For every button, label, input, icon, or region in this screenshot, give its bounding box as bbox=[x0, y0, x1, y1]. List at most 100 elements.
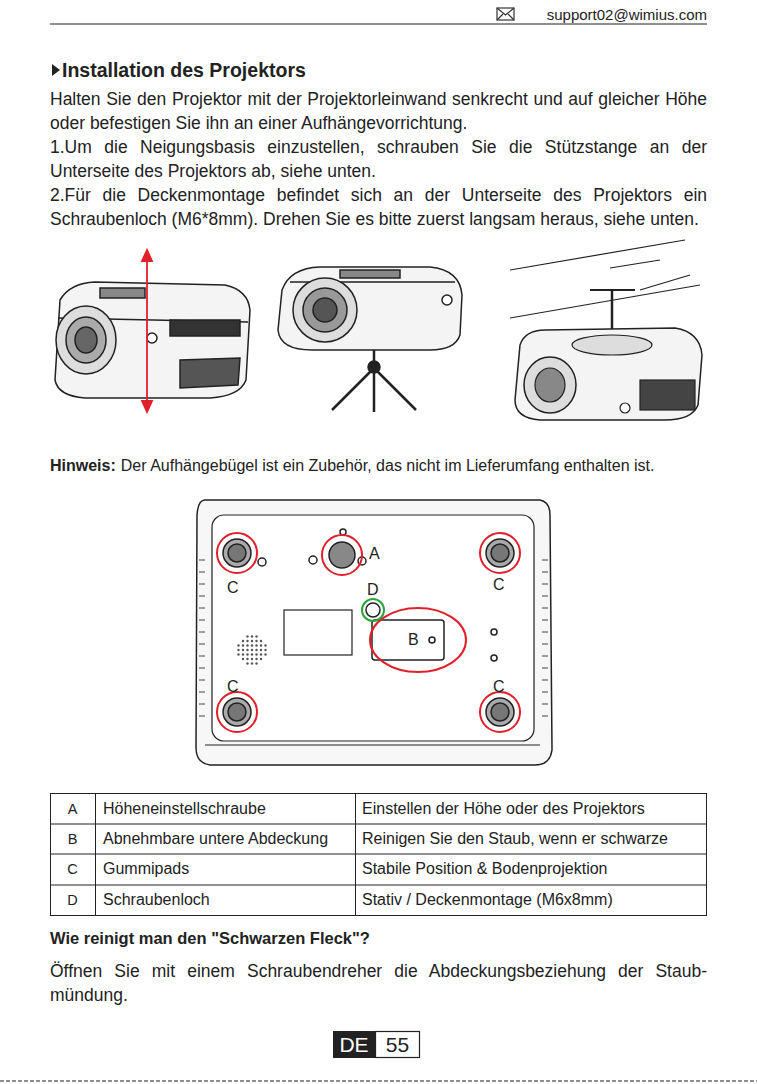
vent-slot bbox=[199, 668, 205, 669]
page-rule bbox=[0, 1080, 757, 1081]
speaker-hole bbox=[255, 640, 257, 642]
vent-slot bbox=[199, 680, 205, 681]
speaker-hole bbox=[237, 644, 239, 646]
speaker-hole bbox=[251, 644, 253, 646]
speaker-hole bbox=[251, 662, 253, 664]
support-email: support02@wimius.com bbox=[547, 6, 707, 23]
speaker-hole bbox=[242, 658, 244, 660]
speaker-hole bbox=[255, 635, 257, 637]
speaker-hole bbox=[260, 658, 262, 660]
vent-slot bbox=[542, 584, 548, 585]
height-arrow bbox=[142, 250, 152, 412]
callout-letter: D bbox=[367, 581, 379, 599]
table-cell: Schraubenloch bbox=[103, 890, 210, 910]
table-cell: Abnehmbare untere Abdeckung bbox=[103, 829, 328, 849]
table-cell: Stativ / Deckenmontage (M6x8mm) bbox=[362, 890, 613, 910]
section-heading: Wie reinigt man den "Schwarzen Fleck"? bbox=[50, 929, 370, 948]
vent-slot bbox=[542, 632, 548, 633]
table-cell: Gummipads bbox=[103, 859, 189, 879]
vent-slot bbox=[199, 560, 205, 561]
vent-slot bbox=[542, 572, 548, 573]
note-text: Der Aufhängebügel ist ein Zubehör, das n… bbox=[121, 457, 655, 475]
speaker-hole bbox=[260, 653, 262, 655]
table-grid bbox=[50, 793, 707, 916]
title-bullet bbox=[52, 64, 60, 76]
table-cell: B bbox=[50, 829, 95, 849]
callout-letter: B bbox=[408, 631, 419, 649]
table-cell: Stabile Position & Bodenprojektion bbox=[362, 859, 608, 879]
vent-slot bbox=[542, 644, 548, 645]
speaker-hole bbox=[260, 649, 262, 651]
page-title: Installation des Projektors bbox=[62, 59, 306, 82]
vent-slot bbox=[199, 632, 205, 633]
speaker-hole bbox=[251, 640, 253, 642]
projector-tripod bbox=[278, 267, 462, 412]
vent-slot bbox=[199, 656, 205, 657]
vent-slot bbox=[199, 620, 205, 621]
callout-letter: C bbox=[493, 576, 505, 594]
body-text: Öffnen Sie mit einem Schraubendreher die… bbox=[50, 959, 707, 1007]
table-cell: A bbox=[50, 799, 95, 819]
body-text: 2.Für die Deckenmontage befindet sich an… bbox=[50, 183, 707, 231]
speaker-hole bbox=[264, 649, 266, 651]
body-text: 1.Um die Neigungsbasis einzustellen, sch… bbox=[50, 135, 707, 183]
speaker-hole bbox=[242, 644, 244, 646]
vent-slot bbox=[199, 584, 205, 585]
vent-slot bbox=[542, 560, 548, 561]
vent-slot bbox=[199, 608, 205, 609]
speaker-hole bbox=[251, 649, 253, 651]
vent-slot bbox=[542, 692, 548, 693]
vent-slot bbox=[542, 608, 548, 609]
speaker-hole bbox=[251, 653, 253, 655]
speaker-hole bbox=[255, 649, 257, 651]
envelope-icon bbox=[497, 8, 514, 20]
note-label: Hinweis: bbox=[50, 457, 116, 475]
speaker-hole bbox=[246, 635, 248, 637]
table-cell: Einstellen der Höhe oder des Projektors bbox=[362, 799, 645, 819]
speaker-hole bbox=[237, 649, 239, 651]
speaker-hole bbox=[255, 662, 257, 664]
speaker-hole bbox=[251, 635, 253, 637]
callout-letter: C bbox=[493, 678, 505, 696]
speaker-hole bbox=[242, 640, 244, 642]
speaker-hole bbox=[242, 649, 244, 651]
speaker-hole bbox=[251, 658, 253, 660]
table-cell: D bbox=[50, 890, 95, 910]
speaker-hole bbox=[255, 653, 257, 655]
table-cell: C bbox=[50, 859, 95, 879]
lang-code: DE bbox=[333, 1031, 375, 1058]
vent-slot bbox=[542, 680, 548, 681]
vent-slot bbox=[199, 572, 205, 573]
projector-bottom-view bbox=[196, 500, 552, 765]
callout-letter: C bbox=[227, 678, 239, 696]
speaker-hole bbox=[260, 644, 262, 646]
speaker-hole bbox=[264, 653, 266, 655]
speaker-hole bbox=[237, 653, 239, 655]
vent-slot bbox=[542, 668, 548, 669]
vent-slot bbox=[199, 704, 205, 705]
vent-slot bbox=[199, 596, 205, 597]
speaker-hole bbox=[264, 644, 266, 646]
lang-box bbox=[333, 1031, 375, 1058]
speaker-hole bbox=[246, 644, 248, 646]
speaker-hole bbox=[255, 658, 257, 660]
projector-front bbox=[55, 282, 250, 398]
page-box bbox=[376, 1032, 420, 1058]
table-cell: Reinigen Sie den Staub, wenn er schwarze bbox=[362, 829, 668, 849]
vent-slot bbox=[199, 644, 205, 645]
speaker-hole bbox=[246, 658, 248, 660]
speaker-hole bbox=[242, 653, 244, 655]
callout-rings bbox=[217, 533, 520, 732]
vent-slot bbox=[199, 692, 205, 693]
speaker-hole bbox=[255, 644, 257, 646]
callout-letter: C bbox=[227, 579, 239, 597]
vent-slot bbox=[542, 596, 548, 597]
vent-slot bbox=[542, 704, 548, 705]
vent-slot bbox=[542, 620, 548, 621]
speaker-hole bbox=[246, 662, 248, 664]
table-cell: Höheneinstellschraube bbox=[103, 799, 266, 819]
body-text: Halten Sie den Projektor mit der Projekt… bbox=[50, 87, 707, 135]
speaker-hole bbox=[246, 640, 248, 642]
callout-letter: A bbox=[369, 545, 380, 563]
vent-slot bbox=[542, 656, 548, 657]
